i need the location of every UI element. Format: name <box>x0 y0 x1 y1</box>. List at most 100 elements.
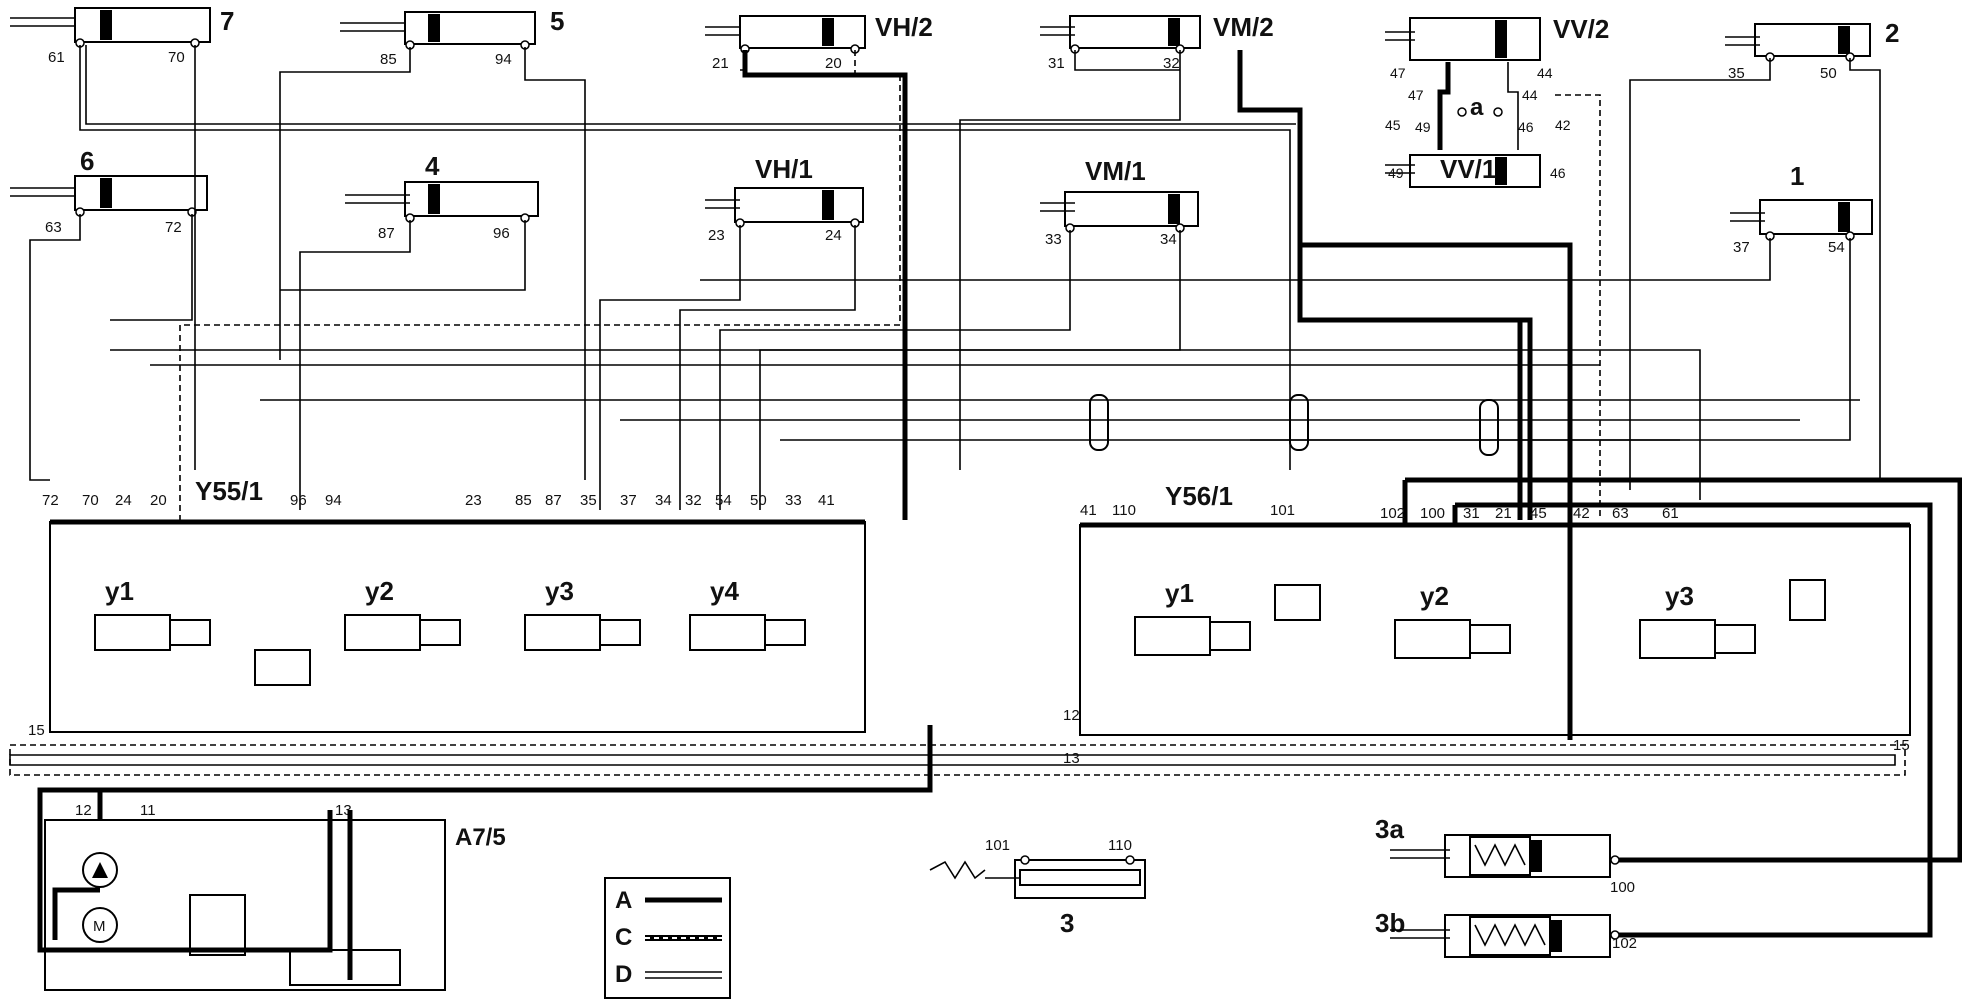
y56-port-61: 61 <box>1662 505 1679 522</box>
y55-valve-y3: y3 <box>524 576 641 651</box>
cylinder-vv1-label: VV/1 <box>1440 154 1496 184</box>
port-70: 70 <box>168 49 185 66</box>
y55-port-87: 87 <box>545 492 562 509</box>
valve-block-y55: Y55/1 72 70 24 20 96 94 23 85 87 35 37 3… <box>28 476 866 739</box>
y55-port-20: 20 <box>150 492 167 509</box>
y55-port-23: 23 <box>465 492 482 509</box>
cylinder-vh1: VH/1 23 24 <box>705 154 864 244</box>
pump-relief-valve <box>189 894 246 956</box>
cylinder-3a-port-100: 100 <box>1610 879 1635 896</box>
y55-port-54: 54 <box>715 492 732 509</box>
y56-port-31: 31 <box>1463 505 1480 522</box>
port-87: 87 <box>378 225 395 242</box>
y56-port-13: 13 <box>1063 750 1080 767</box>
port-vv2-47: 47 <box>1408 87 1424 103</box>
y55-port-37: 37 <box>620 492 637 509</box>
svg-text:y4: y4 <box>710 576 739 606</box>
cylinder-5-label: 5 <box>550 6 564 36</box>
y55-port-35: 35 <box>580 492 597 509</box>
cylinder-5: 5 85 94 <box>340 6 564 68</box>
port-45: 45 <box>1385 117 1401 133</box>
y56-label: Y56/1 <box>1165 481 1233 511</box>
y56-port-102: 102 <box>1380 505 1405 522</box>
y56-pressure-relief-2 <box>1789 579 1826 621</box>
svg-text:y1: y1 <box>1165 578 1194 608</box>
y55-valve-y4: y4 <box>689 576 806 651</box>
y56-port-45: 45 <box>1530 505 1547 522</box>
port-20: 20 <box>825 55 842 72</box>
cylinder-3-label: 3 <box>1060 908 1074 938</box>
port-21: 21 <box>712 55 729 72</box>
port-42: 42 <box>1555 117 1571 133</box>
cylinder-6: 6 63 72 <box>10 146 208 236</box>
port-34: 34 <box>1160 231 1177 248</box>
y55-port-72: 72 <box>42 492 59 509</box>
cylinder-7-label: 7 <box>220 6 234 36</box>
cylinder-3b-label: 3b <box>1375 908 1405 938</box>
cylinder-vm2-label: VM/2 <box>1213 12 1274 42</box>
port-vv2-44: 44 <box>1522 87 1538 103</box>
port-63: 63 <box>45 219 62 236</box>
cylinder-1: 1 37 54 <box>1730 161 1873 256</box>
cylinder-3b: 3b 102 <box>1375 908 1637 958</box>
cylinder-1-label: 1 <box>1790 161 1804 191</box>
cylinder-6-label: 6 <box>80 146 94 176</box>
port-24: 24 <box>825 227 842 244</box>
port-50: 50 <box>1820 65 1837 82</box>
port-94: 94 <box>495 51 512 68</box>
y55-port-70: 70 <box>82 492 99 509</box>
pump-port-12: 12 <box>75 802 92 819</box>
svg-text:y3: y3 <box>545 576 574 606</box>
y55-port-96: 96 <box>290 492 307 509</box>
y56-valve-y2: y2 <box>1394 581 1511 659</box>
accumulator-2 <box>1289 394 1309 451</box>
legend: A C D <box>604 877 731 999</box>
piping <box>9 45 1962 953</box>
port-35: 35 <box>1728 65 1745 82</box>
pump-port-11: 11 <box>140 802 156 819</box>
port-72: 72 <box>165 219 182 236</box>
y56-port-100: 100 <box>1420 505 1445 522</box>
cylinder-vv: VV/2 47 44 47 44 45 49 46 42 a VV/1 49 4… <box>1385 14 1609 188</box>
port-23: 23 <box>708 227 725 244</box>
y56-port-42: 42 <box>1573 505 1590 522</box>
cylinder-4: 4 87 96 <box>345 151 539 242</box>
y56-valve-y1: y1 <box>1134 578 1251 656</box>
port-33: 33 <box>1045 231 1062 248</box>
pump-label: A7/5 <box>455 824 506 851</box>
y55-pressure-relief <box>254 649 311 686</box>
svg-text:y2: y2 <box>365 576 394 606</box>
svg-text:y2: y2 <box>1420 581 1449 611</box>
cylinder-vh2: VH/2 21 20 <box>705 12 933 72</box>
cylinder-2: 2 35 50 <box>1725 18 1899 82</box>
cylinder-3a: 3a 100 <box>1375 814 1635 896</box>
port-96: 96 <box>493 225 510 242</box>
port-54: 54 <box>1828 239 1845 256</box>
cylinder-vh2-label: VH/2 <box>875 12 933 42</box>
motor-symbol <box>82 907 118 943</box>
port-61: 61 <box>48 49 65 66</box>
y55-port-41: 41 <box>818 492 835 509</box>
cylinder-3b-port-102: 102 <box>1612 935 1637 952</box>
y55-label: Y55/1 <box>195 476 263 506</box>
cylinder-vm1-label: VM/1 <box>1085 156 1146 186</box>
port-vv2-46: 46 <box>1518 119 1534 135</box>
legend-key-c: C <box>615 924 632 951</box>
pump-a75: A7/5 12 11 13 M <box>44 802 506 991</box>
y56-pressure-relief <box>1274 584 1321 621</box>
cylinder-vm2: VM/2 31 32 <box>1040 12 1274 72</box>
motor-label: M <box>93 918 106 935</box>
y55-port-85: 85 <box>515 492 532 509</box>
legend-key-d: D <box>615 961 632 988</box>
y55-valve-y1: y1 <box>94 576 211 651</box>
port-37: 37 <box>1733 239 1750 256</box>
port-vv2-44-top: 44 <box>1537 65 1553 81</box>
cylinder-3-port-110: 110 <box>1108 837 1132 854</box>
svg-text:y3: y3 <box>1665 581 1694 611</box>
y55-port-32: 32 <box>685 492 702 509</box>
port-85: 85 <box>380 51 397 68</box>
y56-port-12: 12 <box>1063 707 1080 724</box>
accumulator-1 <box>1089 394 1109 451</box>
y55-port-33: 33 <box>785 492 802 509</box>
